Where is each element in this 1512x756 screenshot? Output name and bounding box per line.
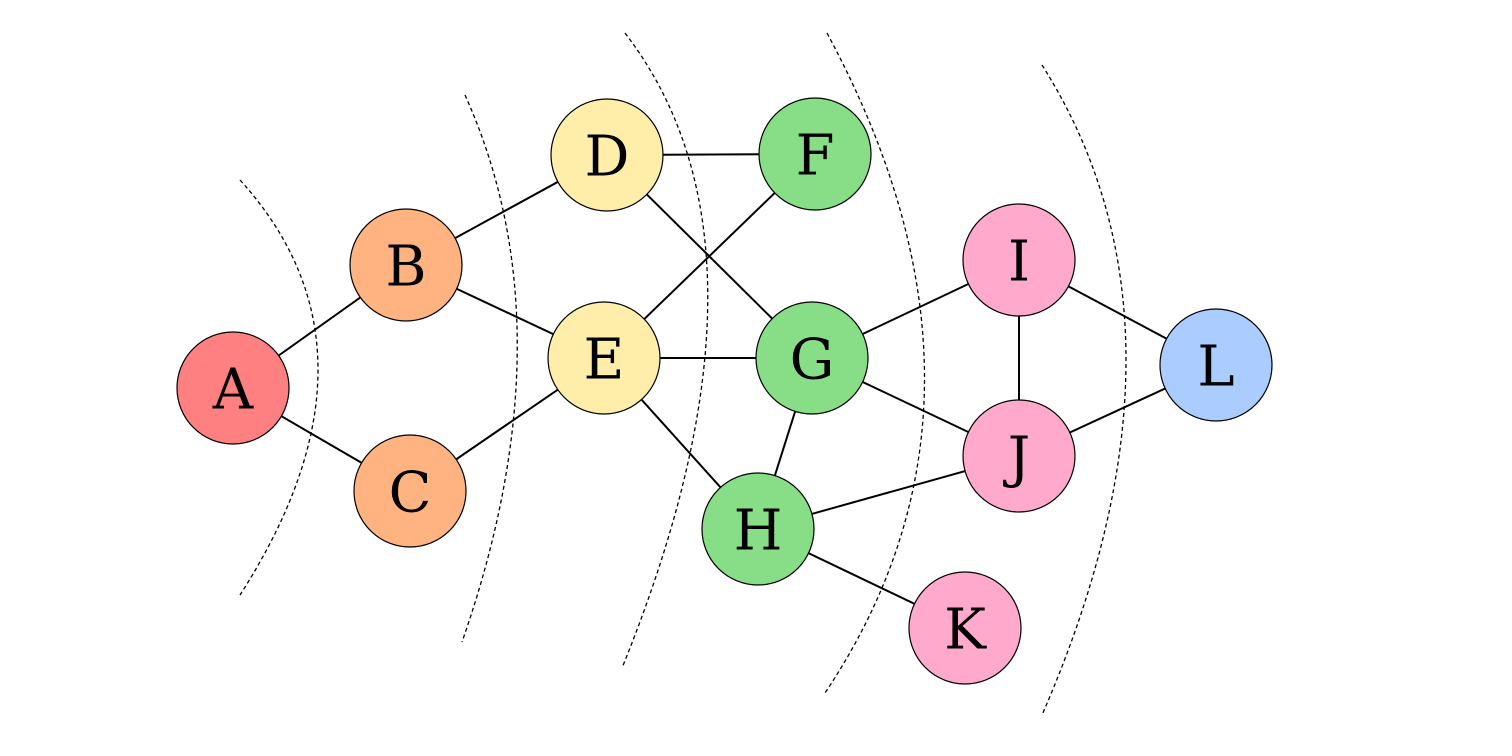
- node-label: B: [385, 235, 426, 300]
- node-L: L: [1159, 308, 1273, 422]
- node-circle: [755, 301, 869, 415]
- node-F: F: [758, 97, 872, 211]
- node-circle: [550, 98, 664, 212]
- node-A: A: [176, 331, 290, 445]
- level-separator-5: [1041, 64, 1127, 716]
- node-label: F: [796, 124, 835, 189]
- node-label: C: [389, 461, 432, 526]
- node-label: L: [1197, 335, 1234, 400]
- node-label: A: [212, 358, 254, 423]
- node-label: J: [1003, 426, 1030, 491]
- node-circle: [758, 97, 872, 211]
- node-circle: [547, 301, 661, 415]
- node-label: H: [734, 499, 783, 564]
- node-K: K: [908, 571, 1022, 685]
- node-D: D: [550, 98, 664, 212]
- node-circle: [176, 331, 290, 445]
- node-label: I: [1008, 230, 1030, 295]
- node-circle: [353, 434, 467, 548]
- level-separator-4: [824, 32, 926, 694]
- node-label: K: [944, 598, 987, 663]
- node-H: H: [701, 472, 815, 586]
- node-C: C: [353, 434, 467, 548]
- node-circle: [962, 203, 1076, 317]
- node-circle: [701, 472, 815, 586]
- node-E: E: [547, 301, 661, 415]
- node-circle: [962, 399, 1076, 513]
- node-circle: [908, 571, 1022, 685]
- node-circle: [349, 208, 463, 322]
- node-I: I: [962, 203, 1076, 317]
- level-separator-2: [461, 94, 518, 643]
- node-circle: [1159, 308, 1273, 422]
- level-separator-1: [239, 179, 319, 596]
- node-J: J: [962, 399, 1076, 513]
- node-B: B: [349, 208, 463, 322]
- node-label: D: [585, 125, 630, 190]
- node-label: G: [790, 328, 835, 393]
- node-label: E: [584, 328, 625, 393]
- node-G: G: [755, 301, 869, 415]
- level-separator-3: [621, 32, 709, 669]
